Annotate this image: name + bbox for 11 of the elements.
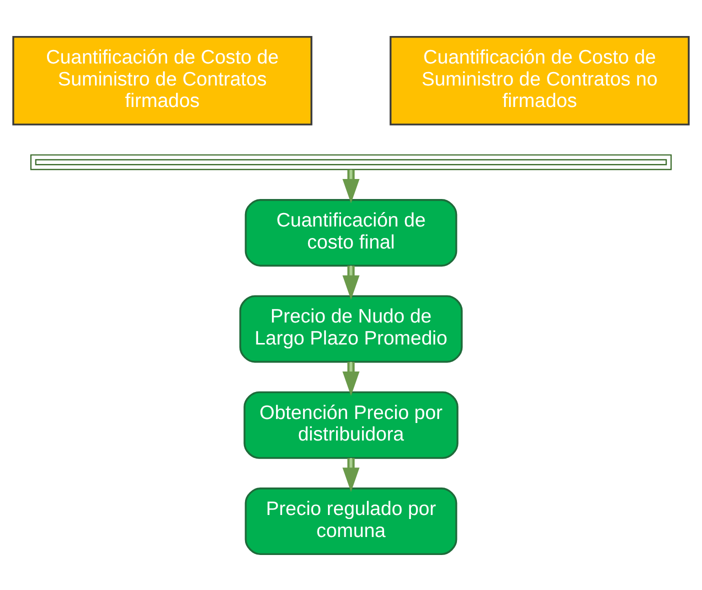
arrow	[342, 458, 360, 492]
node-box: Cuantificación de Costo de Suministro de Contratos firmados	[12, 35, 312, 125]
arrow	[342, 169, 360, 203]
node-box: Precio regulado por comuna	[244, 487, 458, 555]
node-box: Precio de Nudo de Largo Plazo Promedio	[239, 294, 463, 362]
arrow	[342, 361, 360, 396]
node-bar	[30, 154, 672, 170]
node-box: Obtención Precio por distribuidora	[244, 390, 458, 458]
node-box: Cuantificación de Costo de Suministro de Contratos no firmados	[390, 35, 690, 125]
node-box: Cuantificación de costo final	[244, 198, 458, 266]
arrow	[342, 265, 360, 300]
